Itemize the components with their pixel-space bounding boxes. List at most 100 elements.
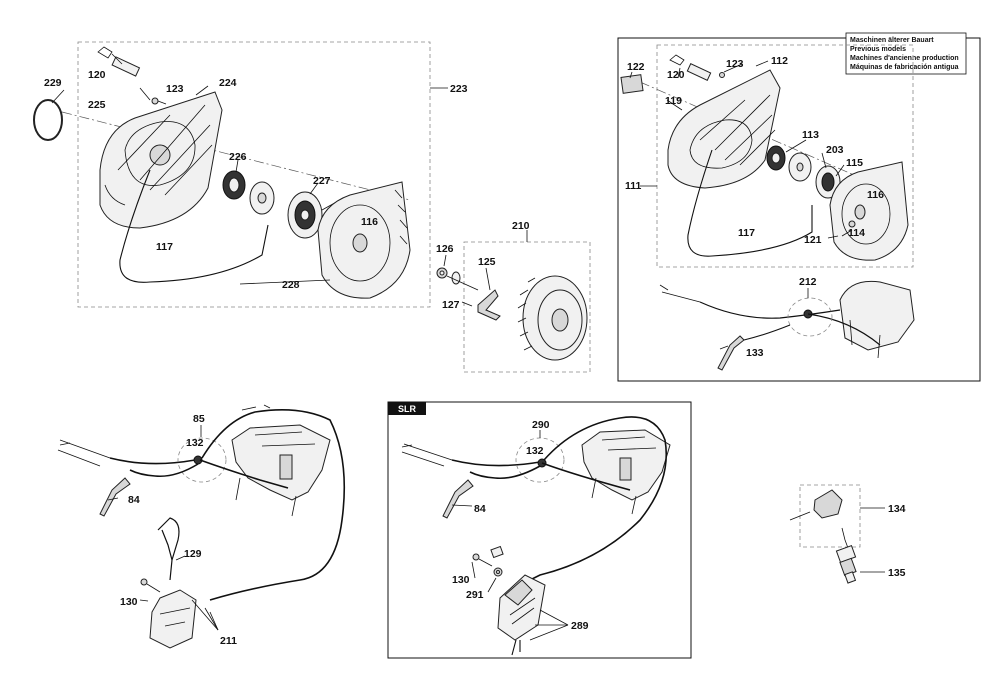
label-130: 130 xyxy=(120,596,138,608)
label-228: 228 xyxy=(282,279,300,291)
part-210-flywheel xyxy=(517,275,588,361)
label-132: 132 xyxy=(186,437,204,449)
part-130-screw-slr xyxy=(472,553,493,567)
leaders-old xyxy=(629,60,853,350)
label-227: 227 xyxy=(313,175,331,187)
label-119: 119 xyxy=(665,95,682,107)
label-225: 225 xyxy=(88,99,106,111)
part-227-spring-cassette xyxy=(287,191,341,239)
label-229: 229 xyxy=(44,77,62,89)
label-133: 133 xyxy=(746,347,764,359)
label-129: 129 xyxy=(184,548,202,560)
label-117: 117 xyxy=(156,241,173,253)
part-121-fan-cover-old xyxy=(829,161,909,261)
ignition-wiring-group: 85 132 84 129 130 211 xyxy=(57,404,346,649)
part-212-wiring-old xyxy=(659,280,915,359)
label-120: 120 xyxy=(88,69,106,81)
label-203: 203 xyxy=(826,144,844,156)
label-126: 126 xyxy=(436,243,454,255)
label-123-old: 123 xyxy=(726,58,744,70)
part-226-rope-pulley xyxy=(222,170,275,215)
part-127-washer xyxy=(446,271,479,291)
part-125-ratchet xyxy=(477,289,501,321)
flywheel-group: 210 126 125 127 xyxy=(436,220,591,373)
leaders-223 xyxy=(51,85,448,285)
label-223: 223 xyxy=(450,83,468,95)
part-133-lead-old xyxy=(717,324,791,371)
part-122-sticker xyxy=(620,74,644,94)
part-123-screw xyxy=(151,97,167,105)
part-130-screw xyxy=(140,578,161,593)
part-211-switch xyxy=(149,589,197,649)
part-111-starter-housing-old xyxy=(667,69,781,189)
label-226: 226 xyxy=(229,151,247,163)
label-85: 85 xyxy=(193,413,205,425)
part-117-rope-old xyxy=(687,149,813,257)
part-203-spring-old xyxy=(815,165,841,199)
part-120-handle-old xyxy=(669,54,725,81)
part-289-switch-unit xyxy=(497,574,546,656)
group-111-frame xyxy=(656,44,914,268)
label-116: 116 xyxy=(361,216,378,228)
label-123: 123 xyxy=(166,83,184,95)
label-212: 212 xyxy=(799,276,817,288)
part-134-plug-cap xyxy=(789,489,843,521)
label-211: 211 xyxy=(220,635,237,647)
part-290-cylinder-cover xyxy=(581,429,671,515)
part-229-ring xyxy=(33,99,63,141)
label-132-slr: 132 xyxy=(526,445,544,457)
label-111: 111 xyxy=(625,180,642,192)
part-129-switch-cable xyxy=(157,517,180,581)
label-84: 84 xyxy=(128,494,140,506)
label-291: 291 xyxy=(466,589,484,601)
spark-plug-group: 134 135 xyxy=(789,484,906,584)
part-132-grommet-circle xyxy=(177,437,227,483)
part-291-washer xyxy=(490,545,504,577)
leaders-85 xyxy=(107,425,219,631)
label-224: 224 xyxy=(219,77,237,89)
notice-line-en: Previous models xyxy=(850,46,906,53)
label-125: 125 xyxy=(478,256,496,268)
part-85-cylinder-cover xyxy=(231,424,331,517)
part-126-nut xyxy=(436,267,448,279)
cable-segment xyxy=(109,457,196,465)
slr-frame xyxy=(387,401,692,659)
group-223-frame xyxy=(77,41,431,308)
part-228-fan-cover xyxy=(317,181,411,299)
label-290: 290 xyxy=(532,419,550,431)
part-224-starter-housing xyxy=(99,91,223,229)
label-122: 122 xyxy=(627,61,645,73)
slr-variant-panel: SLR xyxy=(387,401,692,659)
label-115: 115 xyxy=(846,157,863,169)
notice-line-de: Maschinen älterer Bauart xyxy=(850,37,934,44)
label-130-slr: 130 xyxy=(452,574,470,586)
label-116-old: 116 xyxy=(867,189,884,201)
label-120-old: 120 xyxy=(667,69,685,81)
label-127: 127 xyxy=(442,299,460,311)
notice-line-es: Máquinas de fabricación antigua xyxy=(850,64,959,71)
notice-line-fr: Machines d'ancienne production xyxy=(850,55,959,62)
part-84-lead-slr xyxy=(442,479,474,519)
starter-assembly-group: 229 120 225 123 224 223 226 227 116 117 … xyxy=(33,41,468,308)
label-112: 112 xyxy=(771,55,788,67)
label-121: 121 xyxy=(804,234,822,246)
label-210: 210 xyxy=(512,220,530,232)
label-114: 114 xyxy=(848,227,865,239)
part-113-pulley-old xyxy=(766,145,812,182)
previous-models-panel: Maschinen älterer Bauart Previous models… xyxy=(617,32,981,382)
part-135-spark-plug xyxy=(835,527,857,584)
slr-tag: SLR xyxy=(398,404,417,414)
part-84-lead xyxy=(99,477,131,517)
label-117-old: 117 xyxy=(738,227,755,239)
label-135: 135 xyxy=(888,567,906,579)
label-84-slr: 84 xyxy=(474,503,486,515)
part-120-handle xyxy=(97,46,141,77)
part-117-starter-rope xyxy=(119,169,269,283)
notice-box xyxy=(845,32,967,75)
leaders-slr xyxy=(451,430,569,641)
label-289: 289 xyxy=(571,620,589,632)
slr-tag-bg xyxy=(388,402,426,415)
label-113: 113 xyxy=(802,129,819,141)
label-134: 134 xyxy=(888,503,906,515)
